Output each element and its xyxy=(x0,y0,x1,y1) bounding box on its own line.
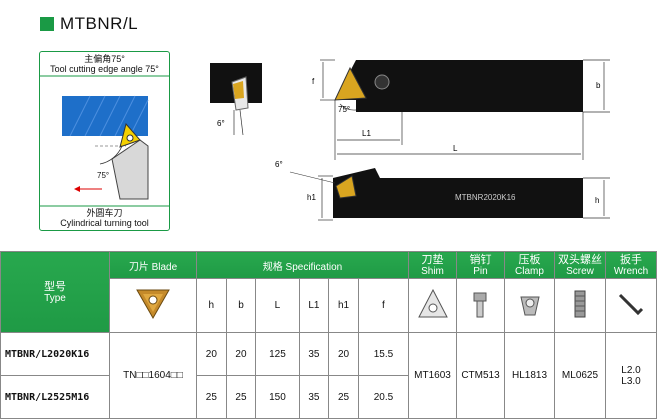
product-title: MTBNR/L xyxy=(60,14,139,33)
header-pin: 销钉 Pin xyxy=(456,251,505,279)
spec-col-b: b xyxy=(225,278,257,333)
row2-L: 150 xyxy=(255,375,300,419)
dim-L1-label: L1 xyxy=(362,129,371,138)
technical-drawings: 6° f b 75° L1 L MTBNR2020K16 h1 6° h xyxy=(210,59,610,221)
top-view-body xyxy=(356,60,583,112)
row1-f: 15.5 xyxy=(357,332,410,376)
shim-image xyxy=(408,278,457,333)
header-blade: 刀片 Blade xyxy=(109,251,197,279)
header-clamp: 压板 Clamp xyxy=(504,251,555,279)
diagram-bottom-caption-en: Cylindrical turning tool xyxy=(60,218,149,228)
top-insert-icon xyxy=(334,66,367,101)
cutting-angle-diagram: 主偏角75° Tool cutting edge angle 75° 75° 外… xyxy=(39,51,170,231)
row2-L1: 35 xyxy=(298,375,330,419)
row2-f: 20.5 xyxy=(357,375,410,419)
shim-icon xyxy=(417,288,448,318)
screw-value: ML0625 xyxy=(554,332,606,419)
title-square-icon xyxy=(40,17,54,31)
row2-h1: 25 xyxy=(328,375,359,419)
row1-h1: 20 xyxy=(328,332,359,376)
spec-col-h1: h1 xyxy=(328,278,359,333)
row1-L1: 35 xyxy=(298,332,330,376)
dim-b-label: b xyxy=(596,81,601,90)
table-row: MTBNR/L2525M16 25 25 150 35 25 20.5 xyxy=(0,375,657,419)
header-wrench: 扳手 Wrench xyxy=(605,251,657,279)
tool-holder-shape xyxy=(111,139,149,200)
spec-col-f: f xyxy=(357,278,410,333)
product-title-bar: MTBNR/L xyxy=(40,14,138,34)
type-cell: MTBNR/L2020K16 xyxy=(0,332,110,376)
front-angle-label: 6° xyxy=(275,160,283,169)
dim-f-label: f xyxy=(312,77,315,86)
screw-icon xyxy=(574,290,586,318)
pin-image xyxy=(456,278,505,333)
wrench-image xyxy=(605,278,657,333)
row1-L: 125 xyxy=(255,332,300,376)
clamp-icon xyxy=(519,296,540,316)
feed-arrow-icon xyxy=(74,186,80,192)
diagram-top-caption-cn: 主偏角75° xyxy=(84,54,125,64)
blade-insert-icon xyxy=(136,289,170,320)
shim-value: MT1603 xyxy=(408,332,457,419)
front-view-body xyxy=(333,178,583,218)
top-angle-label: 75° xyxy=(338,105,350,114)
spec-col-h: h xyxy=(196,278,227,333)
dim-L-label: L xyxy=(453,144,458,153)
clamp-image xyxy=(504,278,555,333)
body-marking: MTBNR2020K16 xyxy=(455,193,516,202)
row1-h: 20 xyxy=(196,332,227,376)
row1-b: 20 xyxy=(225,332,257,376)
diagram-bottom-caption-cn: 外圆车刀 xyxy=(86,208,123,218)
spec-col-L: L xyxy=(255,278,300,333)
blade-value: TN□□1604□□ xyxy=(109,332,197,419)
header-screw: 双头螺丝 Screw xyxy=(554,251,606,279)
header-shim: 刀垫 Shim xyxy=(408,251,457,279)
front-insert-icon xyxy=(335,175,357,199)
diagram-illustration: 75° xyxy=(40,75,169,207)
screw-image xyxy=(554,278,606,333)
header-spec: 规格 Specification xyxy=(196,251,409,279)
blade-image xyxy=(109,278,197,333)
wrench-value: L2.0 L3.0 xyxy=(605,332,657,419)
diagram-angle-label: 75° xyxy=(97,171,109,180)
pin-value: CTM513 xyxy=(456,332,505,419)
dim-h-label: h xyxy=(595,196,599,205)
spec-col-L1: L1 xyxy=(298,278,330,333)
spec-table: 型号 Type 刀片 Blade 规格 Specification 刀垫 Shi… xyxy=(0,251,657,419)
dim-h1-label: h1 xyxy=(307,193,316,202)
table-row: MTBNR/L2020K16 TN□□1604□□ 20 20 125 35 2… xyxy=(0,332,657,419)
type-cell: MTBNR/L2525M16 xyxy=(0,375,110,419)
row2-h: 25 xyxy=(196,375,227,419)
diagram-top-caption-en: Tool cutting edge angle 75° xyxy=(50,64,159,74)
pin-icon xyxy=(473,292,486,318)
row2-b: 25 xyxy=(225,375,257,419)
header-type: 型号 Type xyxy=(0,251,110,333)
clamp-value: HL1813 xyxy=(504,332,555,419)
wrench-icon xyxy=(618,293,644,316)
side-angle-label: 6° xyxy=(217,119,225,128)
